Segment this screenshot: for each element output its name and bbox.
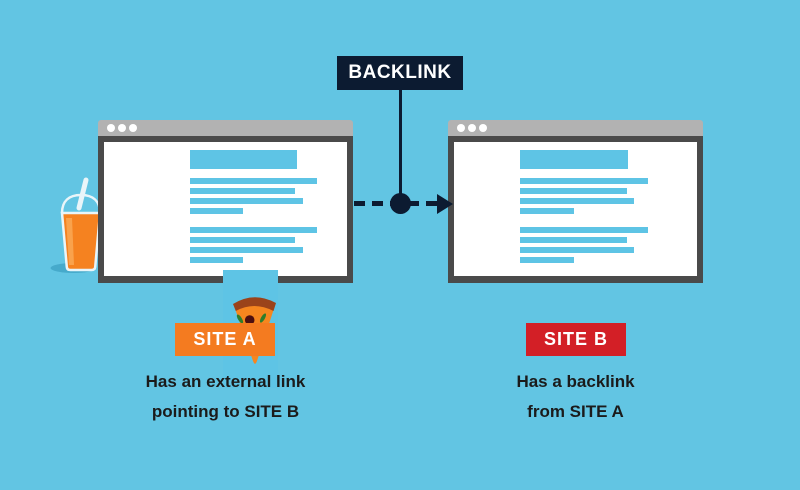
window-control-dot	[468, 124, 476, 132]
site-b-caption: Has a backlink from SITE A	[448, 367, 703, 427]
window-control-dot	[129, 124, 137, 132]
link-node-dot	[390, 193, 411, 214]
text-placeholder-bar	[520, 227, 648, 233]
text-placeholder-bar	[520, 208, 574, 214]
text-placeholder-bar	[190, 257, 243, 263]
text-placeholder-bar	[520, 150, 628, 169]
window-control-dot	[118, 124, 126, 132]
window-control-dot	[479, 124, 487, 132]
site-a-caption: Has an external link pointing to SITE B	[98, 367, 353, 427]
window-control-dot	[107, 124, 115, 132]
text-placeholder-bar	[520, 188, 627, 194]
window-titlebar	[98, 120, 353, 136]
text-placeholder-bar	[520, 237, 627, 243]
text-placeholder-bar	[190, 198, 303, 204]
text-placeholder-bar	[520, 257, 574, 263]
window-control-dot	[457, 124, 465, 132]
drink-cup-icon	[45, 172, 105, 279]
text-placeholder-bar	[190, 150, 297, 169]
backlink-connector-line	[399, 90, 402, 204]
caption-line: Has an external link	[145, 372, 306, 391]
arrow-right-icon	[437, 194, 453, 214]
text-placeholder-bar	[190, 227, 317, 233]
site-a-badge: SITE A	[175, 323, 275, 356]
text-placeholder-bar	[520, 178, 648, 184]
text-placeholder-bar	[190, 178, 317, 184]
text-placeholder-bar	[520, 198, 634, 204]
caption-line: pointing to SITE B	[151, 402, 300, 421]
caption-line: Has a backlink	[516, 372, 635, 391]
site-b-badge: SITE B	[526, 323, 626, 356]
text-placeholder-bar	[190, 208, 243, 214]
window-titlebar	[448, 120, 703, 136]
text-placeholder-bar	[190, 188, 295, 194]
backlink-label: BACKLINK	[337, 56, 463, 90]
text-placeholder-bar	[520, 247, 634, 253]
text-placeholder-bar	[190, 247, 303, 253]
caption-line: from SITE A	[527, 402, 624, 421]
text-placeholder-bar	[190, 237, 295, 243]
site-b-browser-window	[448, 120, 703, 283]
site-a-browser-window	[98, 120, 353, 388]
